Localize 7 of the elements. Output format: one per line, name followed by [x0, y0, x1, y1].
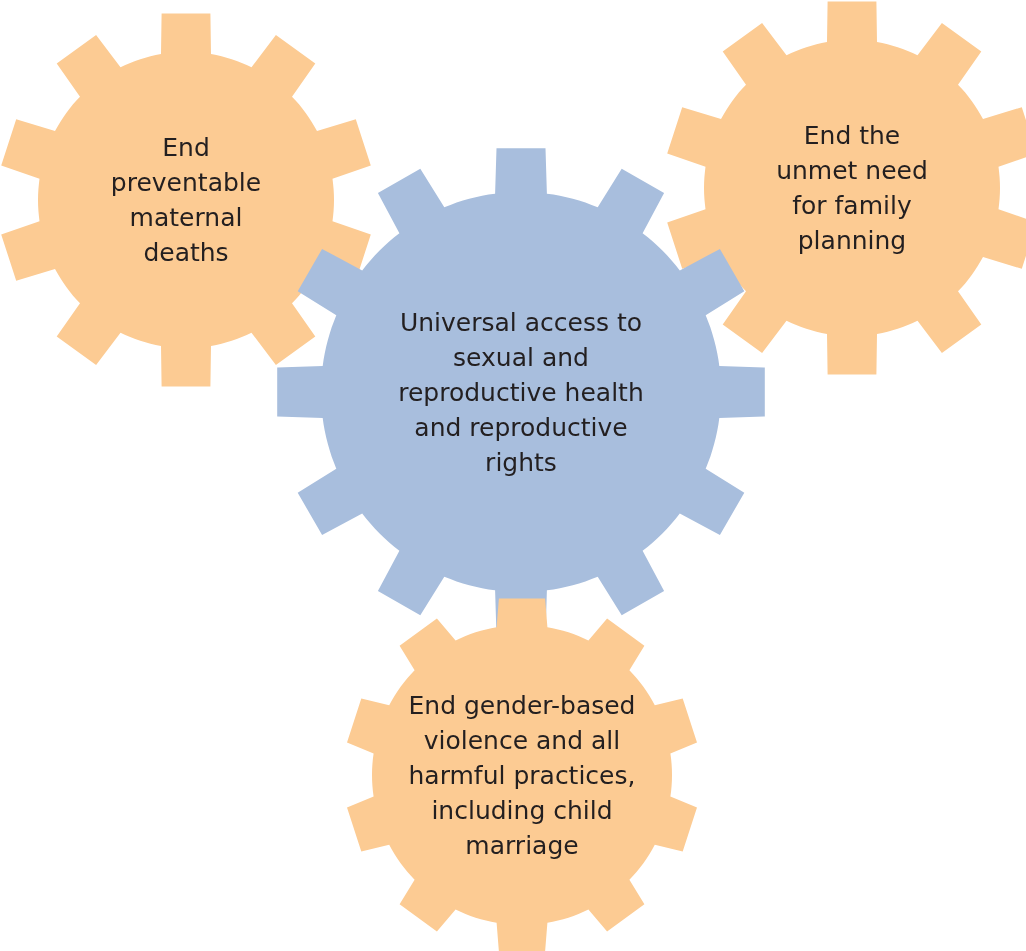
- gear: [0, 12, 374, 388]
- gear-label: End preventable maternal deaths: [109, 132, 263, 269]
- gear-label: End the unmet need for family planning: [775, 120, 929, 257]
- gear: [344, 597, 700, 951]
- gear: [664, 0, 1026, 376]
- gear-label: Universal access to sexual and reproductive health and reproductive rights: [397, 306, 645, 479]
- gear-label: End gender-based violence and all harmful practices, including child marriage: [407, 689, 637, 862]
